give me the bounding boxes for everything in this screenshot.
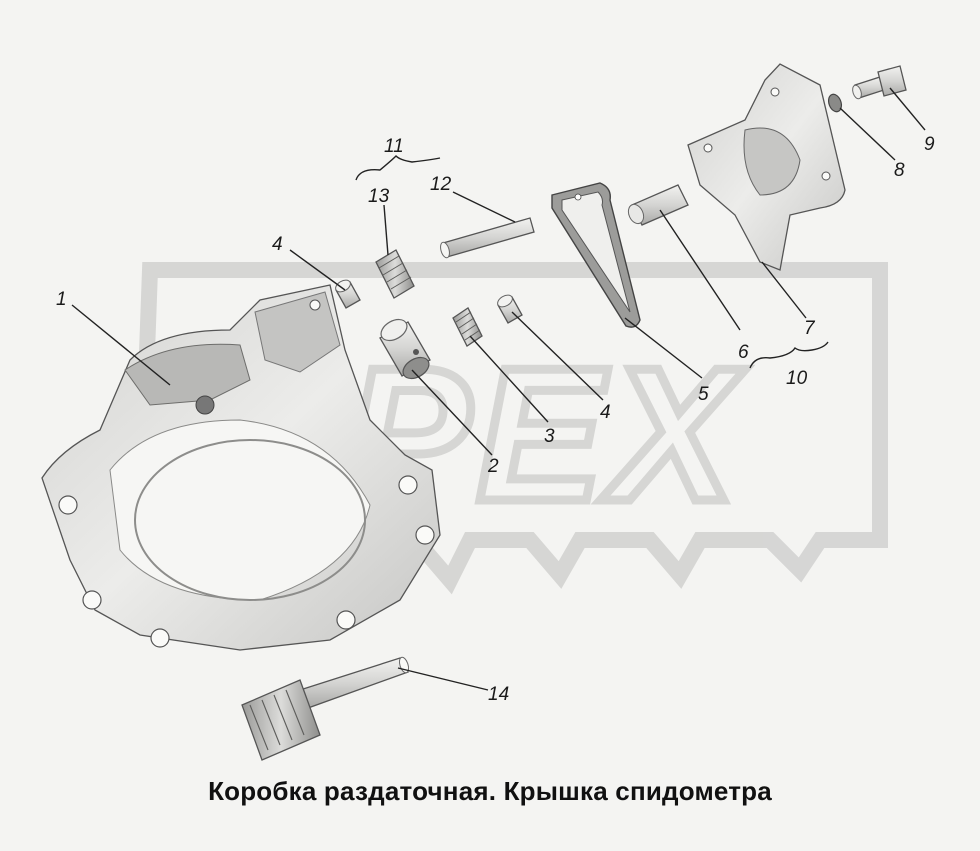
part-2-bushing	[379, 318, 431, 380]
callout-9: 9	[924, 134, 935, 155]
leader-lines	[71, 87, 926, 691]
callout-4-lower: 4	[600, 402, 611, 423]
callout-12: 12	[430, 174, 452, 195]
part-6-sleeve	[627, 184, 689, 226]
part-9-bolt	[852, 65, 907, 100]
part-13-driven-gear	[375, 249, 415, 299]
callout-labels: 1 2 3 4 4 5 6 7 8 9 10 11 12 13 14	[56, 134, 935, 705]
callout-5: 5	[698, 384, 709, 405]
callout-2: 2	[487, 456, 499, 477]
part-8-washer	[827, 93, 843, 113]
callout-1: 1	[56, 289, 67, 310]
callout-10: 10	[786, 368, 808, 389]
part-14-drive-gear	[241, 656, 410, 761]
part-7-cover	[687, 63, 846, 271]
part-4-plug-upper	[335, 279, 361, 309]
diagram-caption: Коробка раздаточная. Крышка спидометра	[208, 776, 772, 806]
part-1-housing	[41, 284, 441, 651]
part-12-shaft	[440, 217, 535, 259]
callout-11: 11	[384, 136, 404, 157]
callout-13: 13	[368, 186, 390, 207]
callout-8: 8	[894, 160, 905, 181]
part-5-gasket	[551, 182, 641, 328]
part-3-small-gear	[452, 307, 483, 347]
callout-7: 7	[804, 318, 816, 339]
callout-14: 14	[488, 684, 509, 705]
callout-3: 3	[544, 426, 555, 447]
callout-6: 6	[738, 342, 749, 363]
callout-4-upper: 4	[272, 234, 283, 255]
